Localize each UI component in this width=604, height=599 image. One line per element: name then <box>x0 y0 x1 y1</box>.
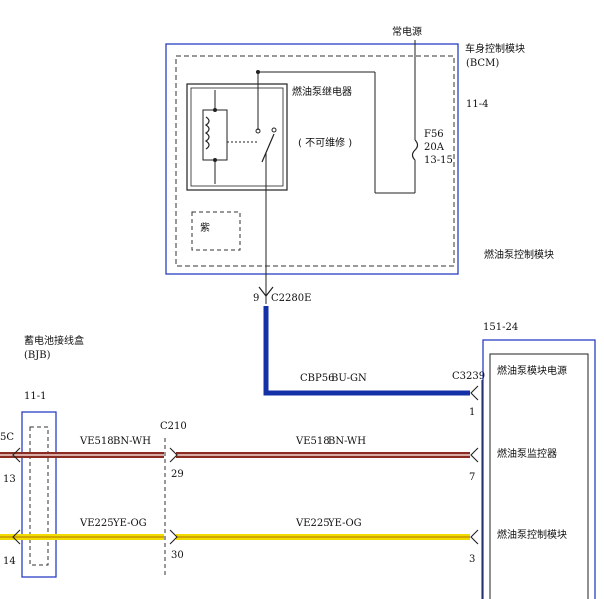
fpcm-row-monitor-label: 燃油泵监控器 <box>497 449 557 460</box>
bjb-name: 蓄电池接线盒 <box>24 336 84 347</box>
fpcm-module-box <box>482 339 596 599</box>
connector-c210-pin-29: 29 <box>171 469 184 480</box>
fpcm-pin-7: 7 <box>469 472 476 483</box>
wire-brown-right-circuit: VE518 <box>296 436 330 447</box>
relay-label: 燃油泵继电器 <box>292 87 352 98</box>
bcm-page-ref: 11-4 <box>466 99 489 110</box>
connector-c2280e-id: C2280E <box>271 293 312 304</box>
bcm-module-name: 车身控制模块 <box>465 44 525 55</box>
fuel-pump-relay-box <box>186 83 288 191</box>
wire-blue-color: BU-GN <box>331 373 367 384</box>
relay-coil-icon <box>202 90 258 184</box>
bcm-module-abbr: (BCM) <box>466 58 500 69</box>
fuse-id: F56 <box>424 129 444 140</box>
fuse-icon <box>411 139 419 161</box>
fuel-pump-relay-inner <box>190 87 284 187</box>
connector-c210-pin-30: 30 <box>171 550 184 561</box>
connector-c210-id: C210 <box>160 421 187 432</box>
bcm-small-dashed-box <box>191 211 241 251</box>
wire-brown-left-color: BN-WH <box>113 436 151 447</box>
bjb-left-label: 5C <box>0 432 15 443</box>
wire-brown-left-circuit: VE518 <box>80 436 114 447</box>
fpcm-pin-3: 3 <box>469 554 476 565</box>
wire-yellow-right-circuit: VE225 <box>296 518 330 529</box>
bcm-inner-dashed-box <box>175 55 455 267</box>
fpcm-page-ref: 151-24 <box>483 322 519 333</box>
fpcm-inner-box <box>489 353 589 599</box>
connector-chevrons <box>12 385 479 545</box>
relay-note: ( 不可维修 ) <box>298 138 353 149</box>
bcm-sub-module-label: 燃油泵控制模块 <box>484 250 554 261</box>
wire-yellow-left-circuit: VE225 <box>80 518 114 529</box>
bjb-abbr: (BJB) <box>24 350 51 361</box>
wire-brown-right-color: BN-WH <box>328 436 366 447</box>
wire-yellow-right-color: YE-OG <box>328 518 362 529</box>
fpcm-pin-1: 1 <box>469 407 476 418</box>
fpcm-row-power-label: 燃油泵模块电源 <box>497 366 567 377</box>
bcm-box-symbol: 紫 <box>200 223 210 234</box>
relay-switch-icon <box>255 70 277 280</box>
wire-cbp56-blue <box>263 306 470 396</box>
bjb-inner-dashed-box <box>29 426 49 566</box>
connector-c2280e-pin <box>258 280 274 304</box>
fuse-ref: 13-15 <box>424 155 453 166</box>
wire-yellow-left-color: YE-OG <box>113 518 147 529</box>
fpcm-connector-id: C3239 <box>452 371 486 382</box>
connector-c2280e-pin-number: 9 <box>253 293 260 304</box>
bjb-pin-13: 13 <box>3 474 16 485</box>
wire-blue-circuit: CBP56 <box>300 373 335 384</box>
bjb-page-ref: 11-1 <box>24 391 47 402</box>
bcm-module-box <box>165 43 459 275</box>
bjb-box <box>21 411 57 578</box>
fpcm-row-control-label: 燃油泵控制模块 <box>497 530 567 541</box>
fuse-rating: 20A <box>424 142 444 153</box>
top-power-source-label: 常电源 <box>392 27 422 38</box>
bjb-pin-14: 14 <box>3 556 16 567</box>
